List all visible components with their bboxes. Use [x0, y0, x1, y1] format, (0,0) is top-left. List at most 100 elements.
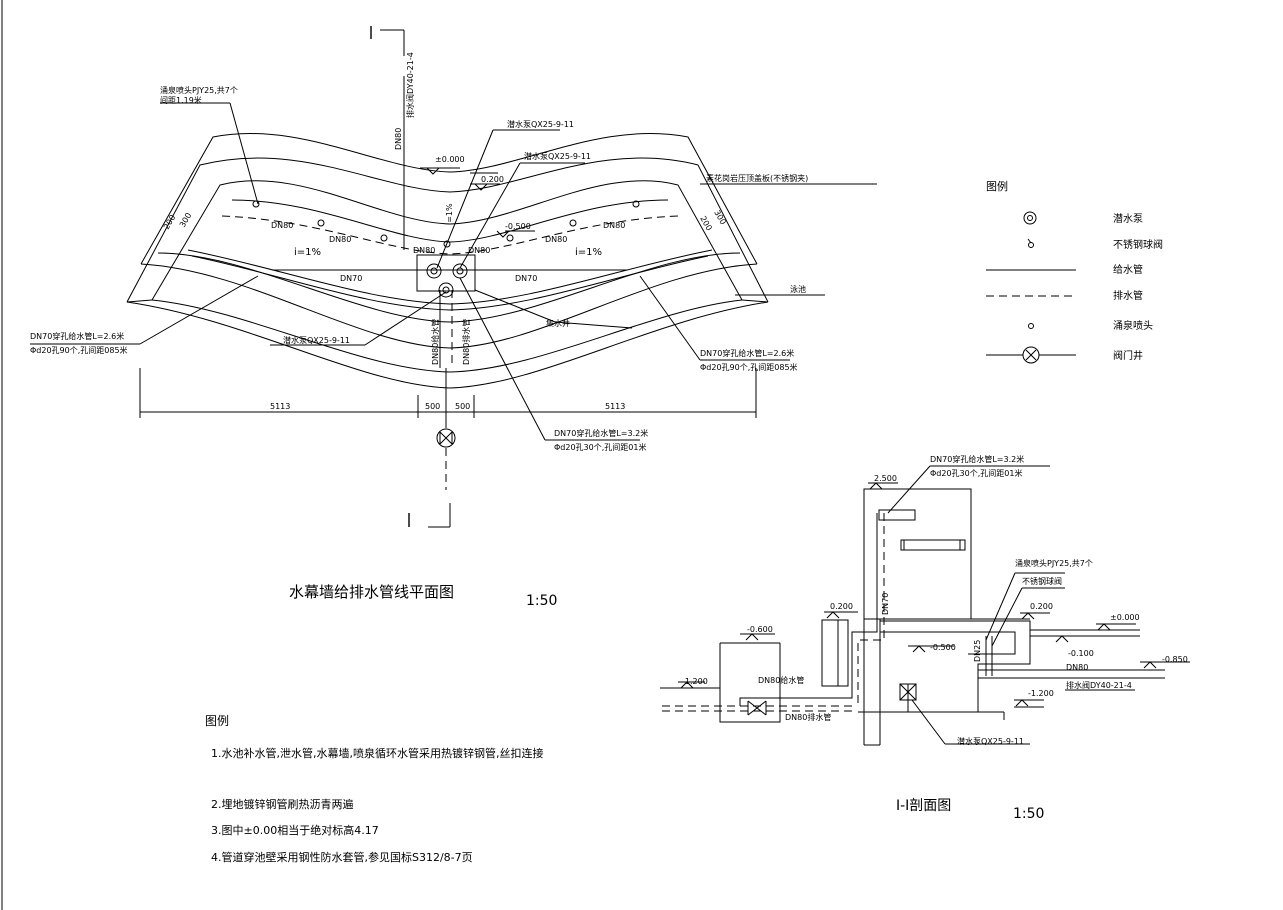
label-slope-right: i=1%: [575, 247, 602, 258]
label-dn80-b: DN80: [329, 235, 351, 244]
sump-box: [416, 254, 476, 292]
plan-title: 水幕墙给排水管线平面图: [289, 583, 455, 601]
label-dim-center-1: 500: [425, 402, 440, 411]
section-mark-top: [370, 26, 405, 56]
plan-view: [30, 26, 877, 528]
label-nozzle: 涌泉喷头PJY25,共7个: [160, 85, 238, 95]
label-valve-top: 排水阀DY40-21-4: [405, 52, 415, 118]
label-sump: 集水井: [546, 318, 570, 328]
section-label-valve: 不锈钢球阀: [1022, 576, 1062, 586]
label-dn80-f: DN80: [603, 221, 625, 230]
section-label-nozzle: 涌泉喷头PJY25,共7个: [1015, 558, 1093, 568]
legend: 图例 潜水泵 不锈钢球阀 给水管 排水管 涌泉喷头 阀门井: [986, 179, 1163, 364]
label-cover: 素花岗岩压顶盖板(不锈钢夹): [706, 173, 808, 183]
label-dn80-riser: DN80: [394, 128, 403, 150]
section-label-elev-200b: 0.200: [1030, 602, 1053, 611]
legend-label-valve: 不锈钢球阀: [1113, 238, 1163, 251]
section-label-elev-1200a: -1.200: [682, 677, 708, 686]
valve-well-symbol: [986, 346, 1076, 364]
section-label-dn25: DN25: [973, 640, 982, 662]
label-pipe-right-2: Φd20孔90个,孔间距085米: [700, 362, 798, 372]
label-slope-center: i=1%: [445, 203, 454, 225]
label-pipe-bottom-1: DN70穿孔给水管L=3.2米: [554, 428, 648, 438]
label-pump-3: 潜水泵QX25-9-11: [283, 335, 350, 345]
pool-outer-wall-2: [140, 133, 758, 265]
plan-scale: 1:50: [526, 593, 558, 609]
plan-elevation-marks: [420, 167, 510, 238]
note-2: 2.埋地镀锌钢管刷热沥青两遍: [211, 798, 354, 811]
pool-inner-wall-1: [151, 180, 743, 301]
label-elev-500: -0.500: [505, 222, 531, 231]
section-label-elev-500: -0.500: [930, 643, 956, 652]
pool-inner-wall-2: [157, 252, 741, 323]
section-label-elev-2500: 2.500: [874, 474, 897, 483]
pool-outer-wall: [126, 157, 769, 303]
pool-bottom-wall-2: [151, 299, 743, 373]
section-label-elev-100: -0.100: [1068, 649, 1094, 658]
label-dn80-d: DN80: [468, 246, 490, 255]
section-label-pipe-1: DN70穿孔给水管L=3.2米: [930, 454, 1024, 464]
section-mark-bottom: [408, 503, 451, 528]
label-slope-left: i=1%: [294, 247, 321, 258]
label-dim-left: 5113: [270, 402, 290, 411]
label-pipe-left-1: DN70穿孔给水管L=2.6米: [30, 331, 124, 341]
notes-title: 图例: [205, 714, 230, 728]
label-dn80-e: DN80: [545, 235, 567, 244]
label-nozzle-spacing: 间距1.19米: [160, 95, 202, 105]
label-dim-right: 5113: [605, 402, 625, 411]
label-dn80-a: DN80: [271, 221, 293, 230]
valve-well-icon: [436, 428, 456, 448]
section-label-dn70: DN70: [881, 593, 890, 615]
label-dim-200-right: 200: [698, 215, 713, 233]
drain-pipe-arc: [221, 215, 679, 255]
label-dim-center-2: 500: [455, 402, 470, 411]
section-label-elev-1200b: -1.200: [1028, 689, 1054, 698]
pump-icons: [426, 263, 468, 298]
note-4: 4.管道穿池壁采用钢性防水套管,参见国标S312/8-7页: [211, 851, 473, 864]
legend-label-spray: 涌泉喷头: [1113, 319, 1153, 332]
section-label-elev-850: -0.850: [1162, 655, 1188, 664]
pump-symbol: [1023, 211, 1037, 225]
section-view: [660, 465, 1190, 746]
section-scale: 1:50: [1013, 806, 1045, 822]
valve-symbol: [1027, 238, 1034, 248]
label-dim-300-left: 300: [178, 211, 193, 229]
section-label-pipe-2: Φd20孔30个,孔间距01米: [930, 468, 1022, 478]
label-dn80-c: DN80: [413, 246, 435, 255]
legend-title: 图例: [986, 179, 1008, 193]
legend-label-supply: 给水管: [1113, 263, 1143, 276]
label-pipe-left-2: Φd20孔90个,孔间距085米: [30, 345, 128, 355]
label-dn70-left: DN70: [340, 274, 362, 283]
section-label-drain-valve: 排水阀DY40-21-4: [1066, 680, 1132, 690]
spray-heads: [252, 200, 640, 248]
legend-label-pump: 潜水泵: [1113, 212, 1143, 225]
label-dim-200-left: 200: [162, 213, 177, 231]
pool-bottom-wall: [126, 301, 769, 389]
label-pipe-right-1: DN70穿孔给水管L=2.6米: [700, 348, 794, 358]
section-elevation-marks: [678, 482, 1190, 707]
section-label-supply: DN80给水管: [758, 675, 804, 685]
label-dim-300-right: 300: [712, 209, 727, 227]
legend-label-well: 阀门井: [1113, 349, 1143, 362]
label-elev-0: ±0.000: [435, 155, 465, 164]
section-label-elev-200a: 0.200: [830, 602, 853, 611]
note-1: 1.水池补水管,泄水管,水幕墙,喷泉循环水管采用热镀锌钢管,丝扣连接: [211, 747, 544, 760]
plan-leader-lines: [30, 102, 877, 441]
label-pump-1: 潜水泵QX25-9-11: [507, 119, 574, 129]
legend-label-drain: 排水管: [1113, 289, 1143, 302]
label-dn70-right: DN70: [515, 274, 537, 283]
note-3: 3.图中±0.00相当于绝对标高4.17: [211, 824, 379, 837]
section-label-pump: 潜水泵QX25-9-11: [957, 736, 1024, 746]
pool-inner-wall-3: [140, 263, 758, 349]
section-title: I-I剖面图: [896, 798, 952, 814]
plan-dimension-line: [139, 368, 757, 418]
label-elev-200: 0.200: [481, 175, 504, 184]
section-label-dn80: DN80: [1066, 663, 1088, 672]
section-label-elev-0: ±0.000: [1110, 613, 1140, 622]
section-label-elev-600: -0.600: [747, 625, 773, 634]
supply-pipe-arc: [231, 199, 669, 243]
label-pipe-bottom-2: Φd20孔30个,孔间距01米: [554, 442, 646, 452]
label-pump-2: 潜水泵QX25-9-11: [524, 151, 591, 161]
spray-head-symbol: [1028, 323, 1034, 329]
